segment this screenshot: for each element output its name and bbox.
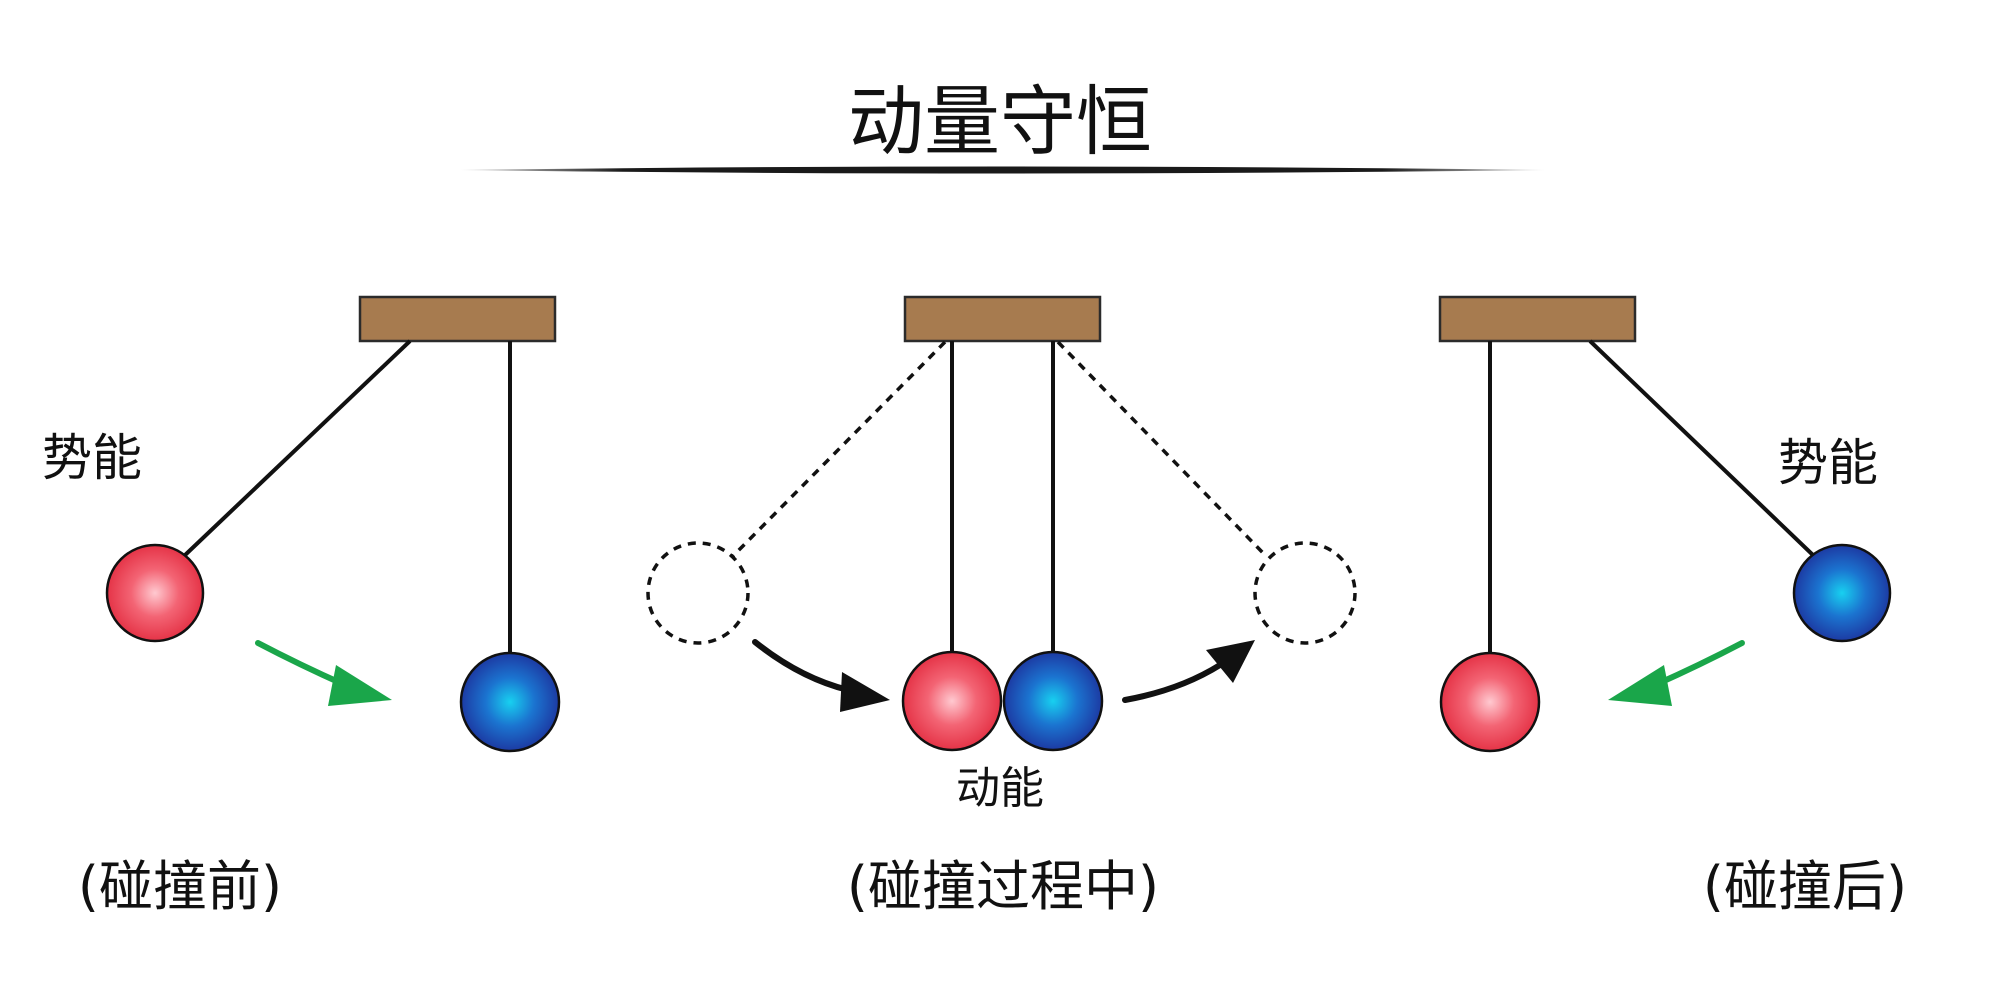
ghost-string	[731, 340, 947, 558]
red-ball	[901, 650, 1003, 752]
caption-before-collision: (碰撞前)	[78, 855, 282, 918]
potential-energy-label: 势能	[42, 429, 142, 487]
kinetic-energy-label: 动能	[956, 763, 1044, 814]
potential-energy-label: 势能	[1778, 434, 1878, 492]
panel-during-collision: 动能 (碰撞过程中)	[646, 295, 1357, 918]
ghost-ball	[646, 541, 750, 645]
pendulum-string	[181, 339, 412, 559]
curved-arrow-icon	[752, 639, 890, 712]
caption-after-collision: (碰撞后)	[1703, 855, 1907, 918]
red-ball	[105, 543, 205, 643]
ghost-string	[1056, 340, 1267, 557]
support-bar	[358, 295, 557, 343]
green-arrow-icon	[255, 640, 392, 706]
blue-ball	[459, 651, 561, 753]
ghost-ball	[1253, 541, 1357, 645]
green-arrow-icon	[1608, 640, 1745, 706]
blue-ball	[1002, 650, 1104, 752]
red-ball	[1439, 651, 1541, 753]
panel-after-collision: 势能 (碰撞后)	[1438, 295, 1907, 918]
blue-ball	[1792, 543, 1892, 643]
title-underline	[460, 166, 1545, 174]
caption-during-collision: (碰撞过程中)	[847, 855, 1159, 918]
diagram-title: 动量守恒	[848, 77, 1152, 166]
panel-before-collision: 势能 (碰撞前)	[42, 295, 561, 918]
support-bar	[903, 295, 1102, 343]
pendulum-string	[1588, 339, 1817, 559]
support-bar	[1438, 295, 1637, 343]
curved-arrow-icon	[1122, 640, 1255, 703]
